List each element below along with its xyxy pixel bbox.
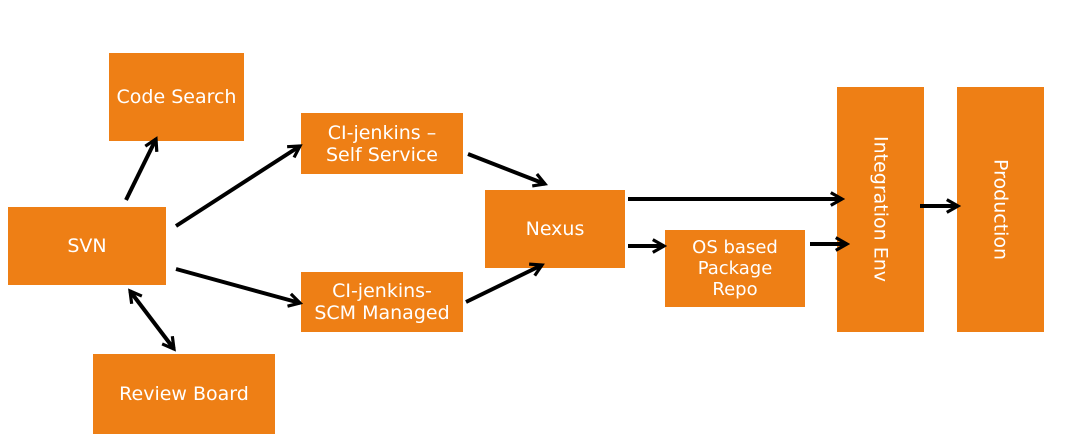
- integration-env-label: Integration Env: [869, 136, 892, 283]
- ci-self-service-label: CI-jenkins – Self Service: [326, 121, 438, 166]
- nexus-node: Nexus: [485, 190, 625, 268]
- os-package-repo-label: OS based Package Repo: [692, 237, 778, 300]
- ci-scm-managed-label: CI-jenkins- SCM Managed: [314, 280, 450, 324]
- review-board-node: Review Board: [93, 354, 275, 434]
- production-label: Production: [989, 158, 1012, 261]
- arrow-svn-review-board: [128, 288, 176, 352]
- arrow-svn-to-ci-scm-managed: [175, 267, 304, 308]
- ci-scm-managed-node: CI-jenkins- SCM Managed: [301, 272, 463, 332]
- nexus-label: Nexus: [525, 218, 585, 240]
- integration-env-node: Integration Env: [837, 87, 924, 332]
- arrow-ci-self-service-to-nexus: [467, 152, 549, 188]
- arrow-svn-to-ci-self-service: [174, 144, 303, 228]
- svn-label: SVN: [67, 235, 107, 257]
- arrow-ci-scm-managed-to-nexus: [465, 262, 545, 304]
- ci-self-service-node: CI-jenkins – Self Service: [301, 113, 463, 174]
- svn-node: SVN: [8, 207, 166, 285]
- code-search-label: Code Search: [116, 86, 237, 108]
- production-node: Production: [957, 87, 1044, 332]
- os-package-repo-node: OS based Package Repo: [665, 230, 805, 307]
- arrow-svn-to-code-search: [124, 136, 159, 201]
- review-board-label: Review Board: [119, 383, 249, 405]
- code-search-node: Code Search: [109, 53, 244, 141]
